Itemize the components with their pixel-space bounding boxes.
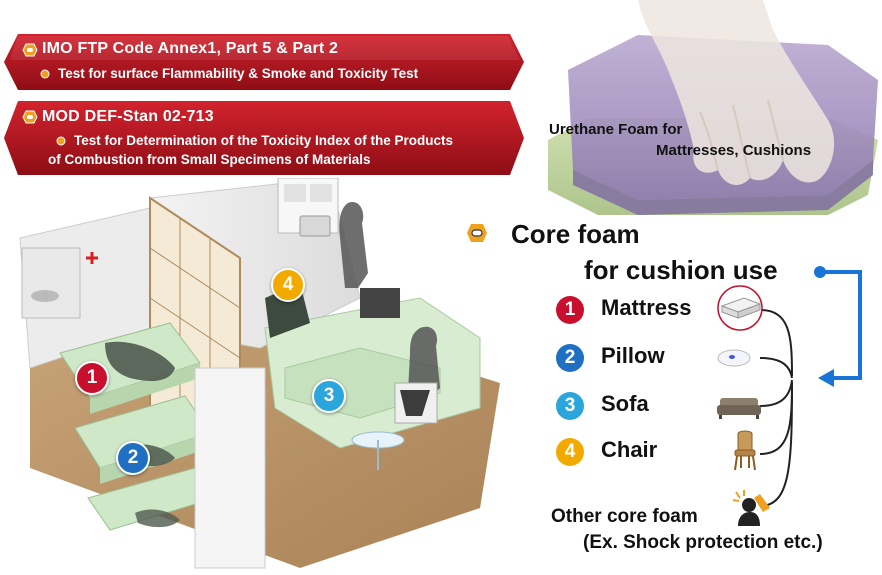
item-number-badge: 2 <box>556 344 584 372</box>
other-core-foam-example: (Ex. Shock protection etc.) <box>583 532 823 553</box>
hex-bullet-icon <box>467 224 487 242</box>
mattress-icon <box>717 285 763 331</box>
item-number-badge: 1 <box>556 296 584 324</box>
item-label: Chair <box>601 437 658 462</box>
chair-icon <box>734 430 756 471</box>
hex-bullet-icon <box>22 110 38 124</box>
item-label: Pillow <box>601 343 665 368</box>
item-mattress: 1 Mattress <box>556 292 756 328</box>
banner-background <box>4 34 524 90</box>
cabin-room-illustration <box>19 178 500 569</box>
room-badge-sofa: 3 <box>312 379 346 413</box>
item-bracket-lines <box>760 309 793 507</box>
item-label: Sofa <box>601 391 649 416</box>
connector-arrow-icon <box>814 266 862 387</box>
foam-caption-line2: Mattresses, Cushions <box>656 142 812 159</box>
pillow-icon <box>717 349 751 367</box>
item-label: Mattress <box>601 295 692 320</box>
item-pillow: 2 Pillow <box>556 340 756 376</box>
standard-banner-imo: IMO FTP Code Annex1, Part 5 & Part 2 Tes… <box>4 34 524 90</box>
sub-bullet-icon <box>40 69 50 79</box>
room-badge-chair: 4 <box>271 268 305 302</box>
room-badge-pillow: 2 <box>116 441 150 475</box>
item-sofa: 3 Sofa <box>556 388 756 424</box>
banner-title: IMO FTP Code Annex1, Part 5 & Part 2 <box>42 40 339 57</box>
core-foam-title: Core foam <box>511 219 640 249</box>
item-number-badge: 3 <box>556 392 584 420</box>
sub-bullet-icon <box>56 136 66 146</box>
banner-subtitle-line2: of Combustion from Small Specimens of Ma… <box>48 152 371 167</box>
sofa-icon <box>717 398 761 419</box>
core-foam-subtitle: for cushion use <box>584 255 778 285</box>
item-chair: 4 Chair <box>556 434 756 470</box>
banner-subtitle-line1: Test for Determination of the Toxicity I… <box>74 133 454 148</box>
hex-bullet-icon <box>22 43 38 57</box>
room-badge-mattress: 1 <box>75 361 109 395</box>
item-number-badge: 4 <box>556 438 584 466</box>
foam-caption-line1: Urethane Foam for <box>549 121 683 138</box>
standard-banner-mod: MOD DEF-Stan 02-713 Test for Determinati… <box>4 101 524 175</box>
banner-subtitle: Test for surface Flammability & Smoke an… <box>58 66 419 81</box>
other-core-foam-label: Other core foam <box>551 506 698 527</box>
urethane-foam-photo <box>548 0 878 215</box>
shock-protection-icon <box>732 490 770 526</box>
banner-background <box>4 101 524 175</box>
banner-title: MOD DEF-Stan 02-713 <box>42 108 214 125</box>
